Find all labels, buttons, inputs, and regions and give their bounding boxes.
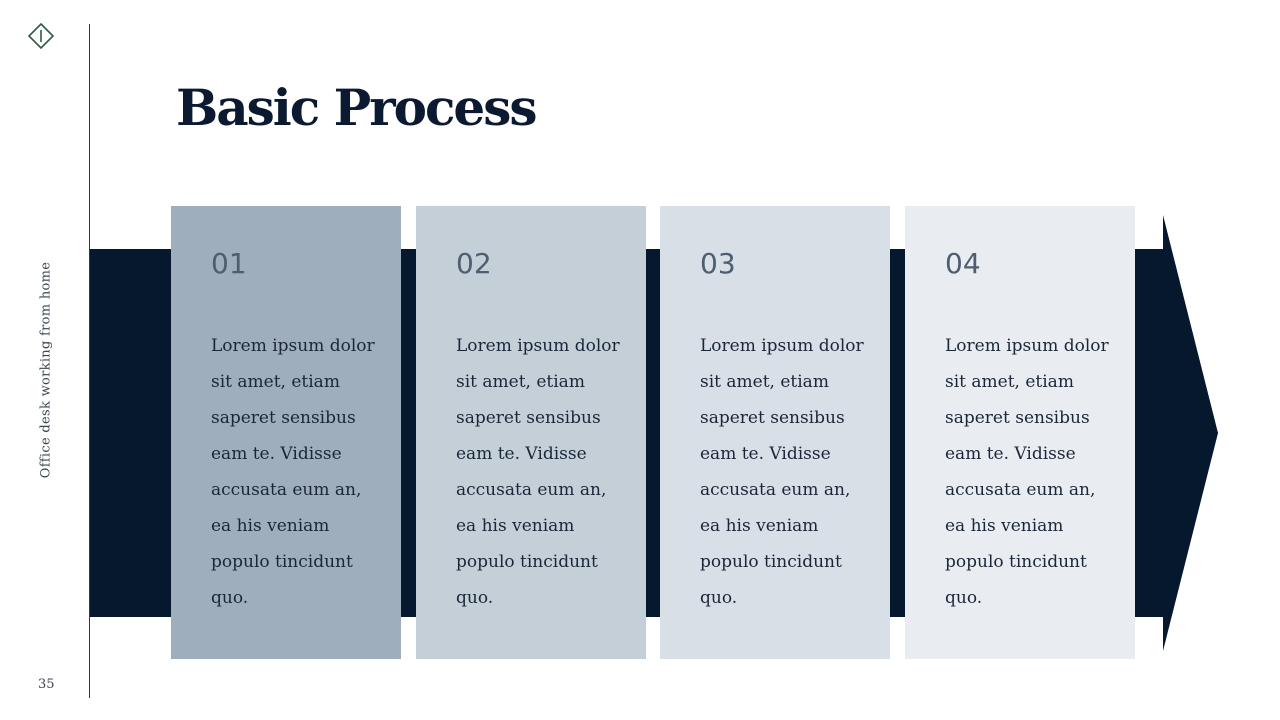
vertical-divider — [89, 24, 90, 698]
diamond-logo-icon — [27, 22, 55, 50]
page-title: Basic Process — [176, 78, 537, 137]
page-number: 35 — [38, 677, 55, 692]
step-text: Lorem ipsum dolor sit amet, etiam sapere… — [456, 336, 620, 608]
step-number: 02 — [456, 247, 492, 280]
step-number: 03 — [700, 247, 736, 280]
side-label: Office desk working from home — [38, 261, 54, 479]
step-text: Lorem ipsum dolor sit amet, etiam sapere… — [700, 336, 864, 608]
process-step-4: 04 Lorem ipsum dolor sit amet, etiam sap… — [905, 206, 1135, 659]
step-number: 04 — [945, 247, 981, 280]
step-text: Lorem ipsum dolor sit amet, etiam sapere… — [211, 336, 375, 608]
step-number: 01 — [211, 247, 247, 280]
process-step-1: 01 Lorem ipsum dolor sit amet, etiam sap… — [171, 206, 401, 659]
arrow-head-icon — [1163, 215, 1218, 651]
process-step-2: 02 Lorem ipsum dolor sit amet, etiam sap… — [416, 206, 646, 659]
step-text: Lorem ipsum dolor sit amet, etiam sapere… — [945, 336, 1109, 608]
process-step-3: 03 Lorem ipsum dolor sit amet, etiam sap… — [660, 206, 890, 659]
